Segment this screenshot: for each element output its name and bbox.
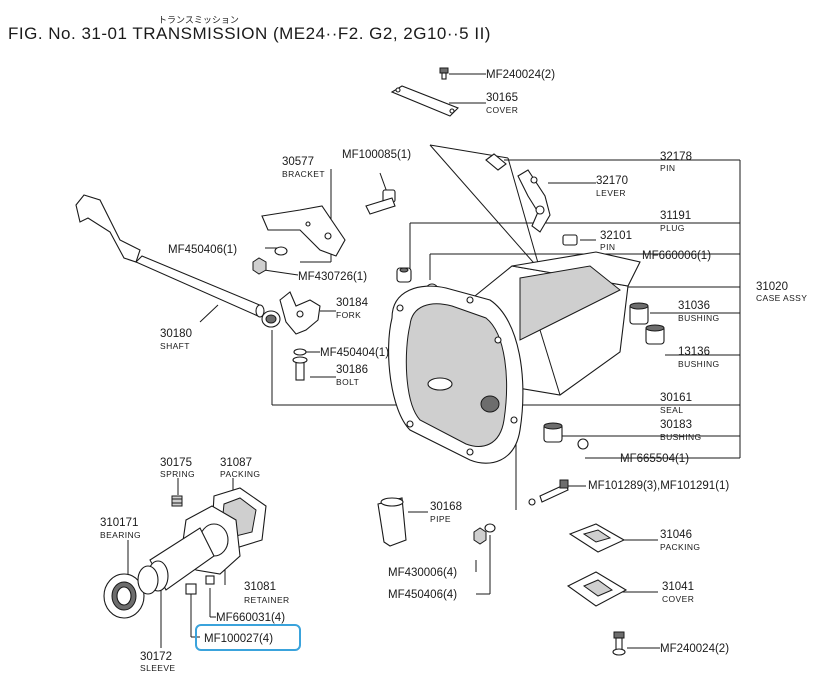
pipe-30168-drawing	[377, 497, 407, 547]
fork-30184-drawing	[279, 291, 321, 335]
pin-32178-drawing	[485, 153, 507, 171]
label-13136-number[interactable]: 13136	[678, 346, 710, 358]
packing-31046-drawing	[568, 523, 626, 553]
bolt-mf100027-drawing	[185, 583, 197, 595]
part-labels[interactable]: MF240024(2) 30165 COVER MF100085(1) 3057…	[100, 69, 807, 673]
label-mf660031[interactable]: MF660031(4)	[216, 612, 285, 624]
label-mf665504[interactable]: MF665504(1)	[620, 453, 689, 465]
label-mf100085[interactable]: MF100085(1)	[342, 149, 411, 161]
label-30175-name: SPRING	[160, 469, 195, 479]
label-30180-name: SHAFT	[160, 341, 190, 351]
label-30172-number[interactable]: 30172	[140, 651, 172, 663]
bearing-310171-drawing	[103, 573, 145, 619]
bolt-30186-drawing	[292, 356, 308, 381]
label-mf430006[interactable]: MF430006(4)	[388, 567, 457, 579]
label-30168-number[interactable]: 30168	[430, 501, 462, 513]
bushing-31036-drawing	[629, 302, 649, 325]
label-310171-name: BEARING	[100, 530, 141, 540]
label-32170-name: LEVER	[596, 188, 626, 198]
bushing-13136-drawing	[645, 324, 665, 345]
title-kana: トランスミッション	[158, 16, 239, 26]
label-mf101289[interactable]: MF101289(3),MF101291(1)	[588, 480, 729, 492]
nut-mf430726-drawing	[252, 257, 267, 275]
label-mf240024-top[interactable]: MF240024(2)	[486, 69, 555, 81]
bolt-mf101289-drawing	[528, 479, 569, 506]
label-31191-number[interactable]: 31191	[660, 210, 691, 222]
label-30577-number[interactable]: 30577	[282, 156, 314, 168]
screw-mf240024-top-drawing	[439, 67, 449, 80]
label-30161-number[interactable]: 30161	[660, 392, 692, 404]
bolt-mf100085-drawing	[365, 189, 396, 215]
nut-mf430006-drawing	[473, 527, 487, 545]
label-30172-name: SLEEVE	[140, 663, 175, 673]
label-31036-number[interactable]: 31036	[678, 300, 710, 312]
bushing-30183-drawing	[543, 422, 563, 443]
label-mf430726[interactable]: MF430726(1)	[298, 271, 367, 283]
label-32101-name: PIN	[600, 242, 615, 252]
screw-mf240024-bottom-drawing	[612, 631, 626, 656]
label-31081-name: RETAINER	[244, 595, 290, 605]
label-31020-name: CASE ASSY	[756, 293, 807, 303]
cover-plate-30165-drawing	[390, 85, 459, 117]
label-30186-name: BOLT	[336, 377, 359, 387]
label-30577-name: BRACKET	[282, 169, 325, 179]
label-30175-number[interactable]: 30175	[160, 457, 192, 469]
screw-mf660031-drawing	[205, 575, 215, 585]
label-mf450406-a[interactable]: MF450406(1)	[168, 244, 237, 256]
label-30183-name: BUSHING	[660, 432, 702, 442]
label-30165-name: COVER	[486, 105, 518, 115]
label-31046-name: PACKING	[660, 542, 700, 552]
highlight-frame	[195, 624, 301, 651]
washer-mf450406-drawing	[274, 246, 288, 256]
label-32170-number[interactable]: 32170	[596, 175, 628, 187]
plug-31191-drawing	[396, 267, 412, 283]
spring-30175-drawing	[171, 495, 183, 507]
label-31036-name: BUSHING	[678, 313, 720, 323]
figure-title: FIG. No. 31-01 TRANSMISSION (ME24··F2. G…	[8, 24, 491, 43]
sleeve-30172-drawing	[137, 565, 159, 595]
label-31046-number[interactable]: 31046	[660, 529, 692, 541]
label-mf660006[interactable]: MF660006(1)	[642, 250, 711, 262]
label-mf100027-highlighted[interactable]: MF100027(4)	[204, 633, 273, 645]
label-13136-name: BUSHING	[678, 359, 720, 369]
label-30161-name: SEAL	[660, 405, 683, 415]
lever-32170-drawing	[517, 169, 551, 233]
retainer-31081-drawing	[147, 505, 241, 592]
cover-31041-drawing	[566, 571, 628, 607]
label-30168-name: PIPE	[430, 514, 451, 524]
case-assy-31020-drawing	[388, 251, 641, 464]
label-mf450406-b[interactable]: MF450406(4)	[388, 589, 457, 601]
label-31087-name: PACKING	[220, 469, 260, 479]
washer-mf450406-b-drawing	[484, 523, 496, 533]
label-32101-number[interactable]: 32101	[600, 230, 632, 242]
label-31041-number[interactable]: 31041	[662, 581, 694, 593]
pin-32101-drawing	[562, 234, 578, 246]
label-310171-number[interactable]: 310171	[100, 517, 138, 529]
label-30184-number[interactable]: 30184	[336, 297, 369, 309]
label-mf450404[interactable]: MF450404(1)	[320, 347, 389, 359]
part-drawings	[75, 67, 665, 656]
label-30186-number[interactable]: 30186	[336, 364, 368, 376]
label-30180-number[interactable]: 30180	[160, 328, 192, 340]
label-32178-name: PIN	[660, 163, 675, 173]
label-31041-name: COVER	[662, 594, 694, 604]
label-31191-name: PLUG	[660, 223, 685, 233]
bracket-30577-drawing	[261, 205, 346, 257]
label-31020-number[interactable]: 31020	[756, 281, 788, 293]
label-32178-number[interactable]: 32178	[660, 151, 692, 163]
label-30165-number[interactable]: 30165	[486, 92, 518, 104]
label-31087-number[interactable]: 31087	[220, 457, 252, 469]
label-31081-number[interactable]: 31081	[244, 581, 276, 593]
oring-mf665504-drawing	[577, 438, 589, 450]
seal-30161-drawing	[261, 310, 281, 328]
label-30183-number[interactable]: 30183	[660, 419, 692, 431]
shaft-30180-drawing	[75, 194, 265, 318]
label-mf240024-bottom[interactable]: MF240024(2)	[660, 643, 729, 655]
label-30184-name: FORK	[336, 310, 361, 320]
washer-mf450404-drawing	[293, 348, 307, 356]
